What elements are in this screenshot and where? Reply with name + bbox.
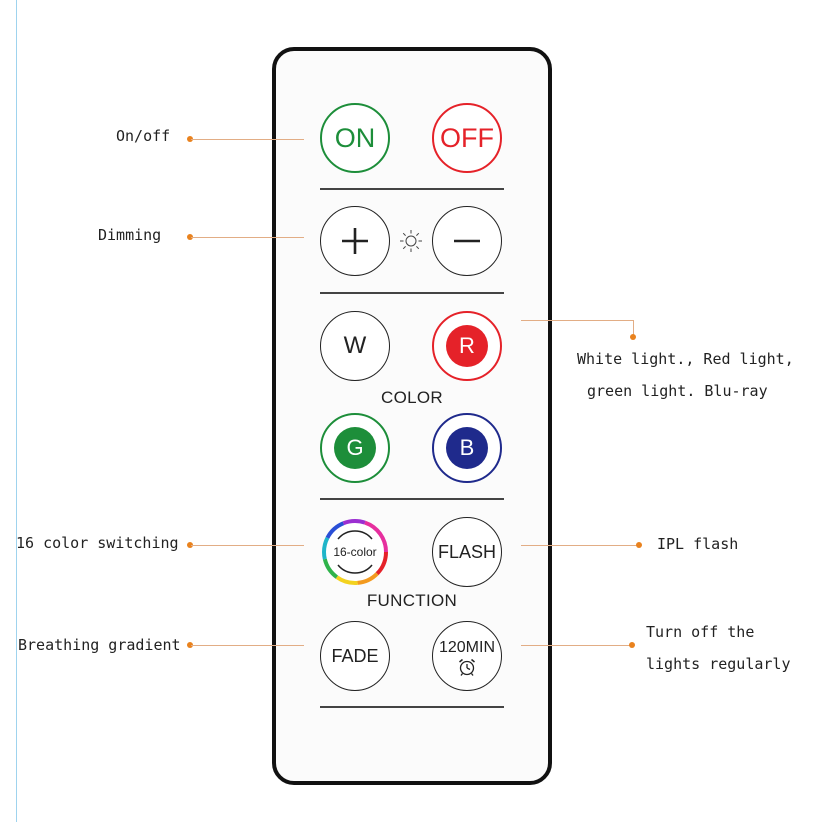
left-edge-line [16,0,17,822]
timer-button-label: 120MIN [438,639,496,656]
sixteen-color-button-label: 16-color [333,545,377,559]
red-button-label: R [459,333,475,358]
brightness-icon [400,230,422,252]
flash-button-label: FLASH [437,541,497,562]
sixteen-color-button[interactable]: 16-color [320,517,390,587]
annotation-ipl-flash: IPL flash [657,535,739,553]
annotation-timer-line1: Turn off the [646,623,755,641]
color-section-label: COLOR [381,388,443,407]
blue-button-fill: B [446,427,488,469]
leader-dot-breathing [187,642,193,648]
leader-line-breathing [191,645,304,646]
annotation-breathing: Breathing gradient [18,636,181,654]
timer-button[interactable]: 120MIN [432,621,502,691]
off-button[interactable]: OFF [432,103,502,173]
red-button[interactable]: R [432,311,502,381]
remote-control-body [272,47,552,785]
brightness-down-button[interactable] [432,206,502,276]
leader-line-on-off [191,139,304,140]
leader-line-colors [521,320,633,321]
green-button-label: G [346,435,364,460]
annotation-on-off: On/off [116,127,171,145]
leader-dot-timer [629,642,635,648]
leader-dot-sixteen-color [187,542,193,548]
white-button[interactable]: W [320,311,390,381]
leader-line-colors-drop [633,320,634,336]
leader-dot-on-off [187,136,193,142]
annotation-timer-line2: lights regularly [646,655,791,673]
leader-dot-colors [630,334,636,340]
function-section-label: FUNCTION [366,591,458,610]
annotation-colors-line2: green light. Blu-ray [587,382,768,400]
red-button-fill: R [446,325,488,367]
flash-button[interactable]: FLASH [432,517,502,587]
leader-line-ipl-flash [521,545,638,546]
divider-4 [320,706,504,708]
rainbow-ring-icon [322,519,388,585]
leader-line-dimming [191,237,304,238]
blue-button[interactable]: B [432,413,502,483]
divider-2 [320,292,504,294]
fade-button-label: FADE [331,645,379,666]
minus-icon [454,239,480,243]
divider-3 [320,498,504,500]
off-button-label: OFF [440,122,494,153]
annotation-colors-line1: White light., Red light, [577,350,794,368]
plus-icon [342,228,368,254]
leader-dot-ipl-flash [636,542,642,548]
on-button[interactable]: ON [320,103,390,173]
green-button[interactable]: G [320,413,390,483]
leader-dot-dimming [187,234,193,240]
brightness-up-button[interactable] [320,206,390,276]
white-button-label: W [343,332,367,359]
green-button-fill: G [334,427,376,469]
alarm-clock-icon [459,658,475,676]
blue-button-label: B [459,435,475,460]
on-button-label: ON [334,122,376,153]
leader-line-sixteen-color [191,545,304,546]
annotation-sixteen-color: 16 color switching [16,534,179,552]
fade-button[interactable]: FADE [320,621,390,691]
divider-1 [320,188,504,190]
leader-line-timer [521,645,630,646]
annotation-dimming: Dimming [98,226,162,244]
